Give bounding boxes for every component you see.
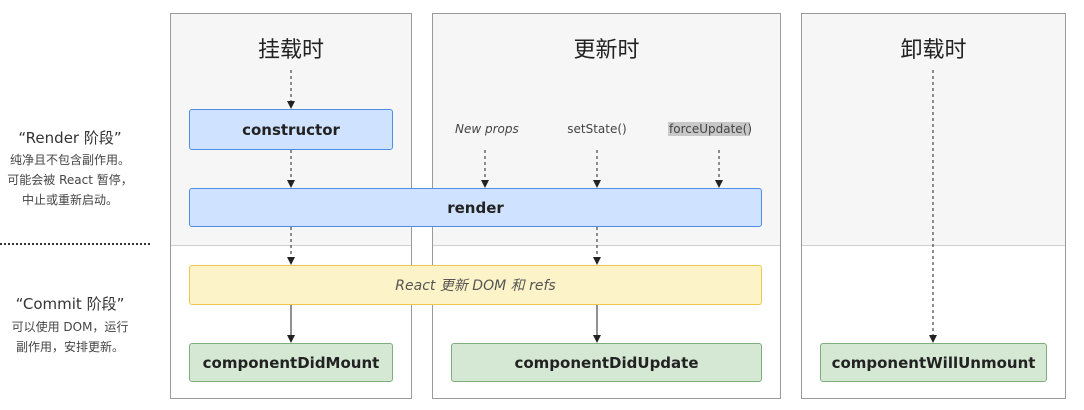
will-unmount-label: componentWillUnmount [831, 353, 1036, 372]
unmounting-title: 卸载时 [900, 38, 967, 63]
updating-title: 更新时 [573, 38, 640, 63]
force-update-trigger: forceUpdate() [668, 122, 753, 136]
commit-phase-desc-2: 副作用，安排更新。 [15, 340, 124, 354]
render-node: render [189, 188, 762, 227]
render-phase-title: “Render 阶段” [18, 129, 122, 147]
constructor-label: constructor [242, 120, 340, 139]
phase-divider [802, 245, 1065, 246]
render-phase-desc-1: 纯净且不包含副作用。 [9, 153, 130, 167]
set-state-trigger: setState() [567, 122, 627, 136]
dom-update-node: React 更新 DOM 和 refs [189, 265, 762, 305]
dom-update-label: React 更新 DOM 和 refs [395, 278, 556, 294]
component-did-mount-node: componentDidMount [189, 343, 393, 382]
did-update-label: componentDidUpdate [514, 353, 699, 372]
constructor-node: constructor [189, 109, 393, 150]
commit-phase-title: “Commit 阶段” [15, 295, 125, 313]
phase-divider [433, 245, 780, 246]
component-will-unmount-node: componentWillUnmount [820, 343, 1047, 382]
unmounting-column: 卸载时 [801, 13, 1066, 399]
render-phase-desc-2: 可能会被 React 暂停， [7, 173, 133, 187]
component-did-update-node: componentDidUpdate [451, 343, 762, 382]
new-props-trigger: New props [455, 122, 519, 136]
mounting-title: 挂载时 [257, 38, 324, 63]
render-phase-desc-3: 中止或重新启动。 [21, 193, 118, 207]
commit-phase-desc-1: 可以使用 DOM，运行 [11, 320, 129, 334]
phase-divider [171, 245, 411, 246]
phase-separator [0, 243, 150, 245]
did-mount-label: componentDidMount [202, 353, 380, 372]
render-label: render [447, 198, 504, 217]
